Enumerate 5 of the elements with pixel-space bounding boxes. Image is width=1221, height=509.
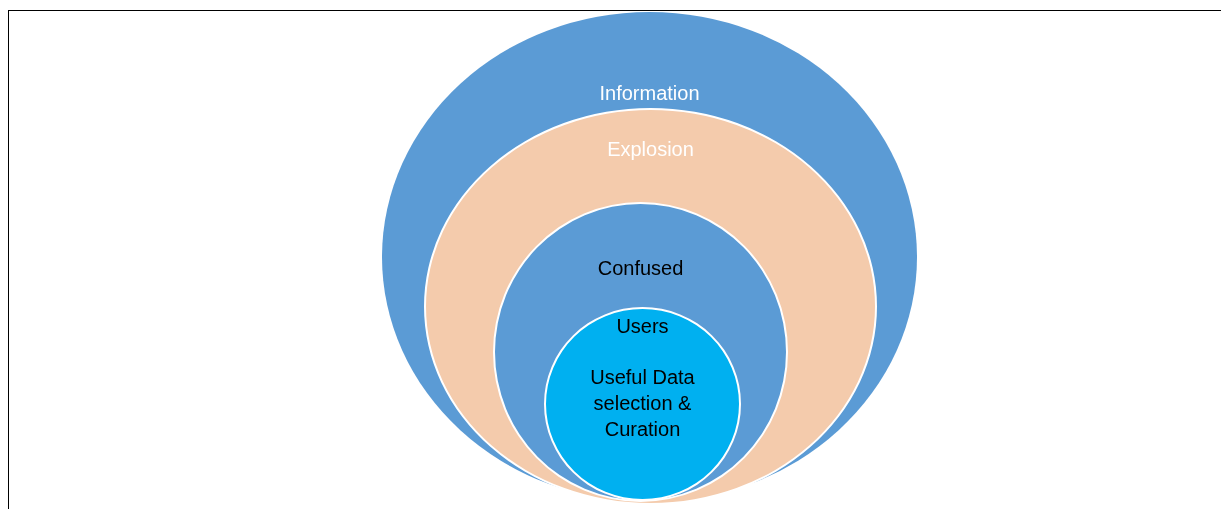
ring-label: Confused xyxy=(597,256,684,281)
ring-label: Useful Data selection & Curation xyxy=(589,365,696,442)
ring-label: Explosion xyxy=(607,137,694,162)
ring-label: Users xyxy=(616,314,669,339)
ring-label: Information xyxy=(599,81,700,106)
